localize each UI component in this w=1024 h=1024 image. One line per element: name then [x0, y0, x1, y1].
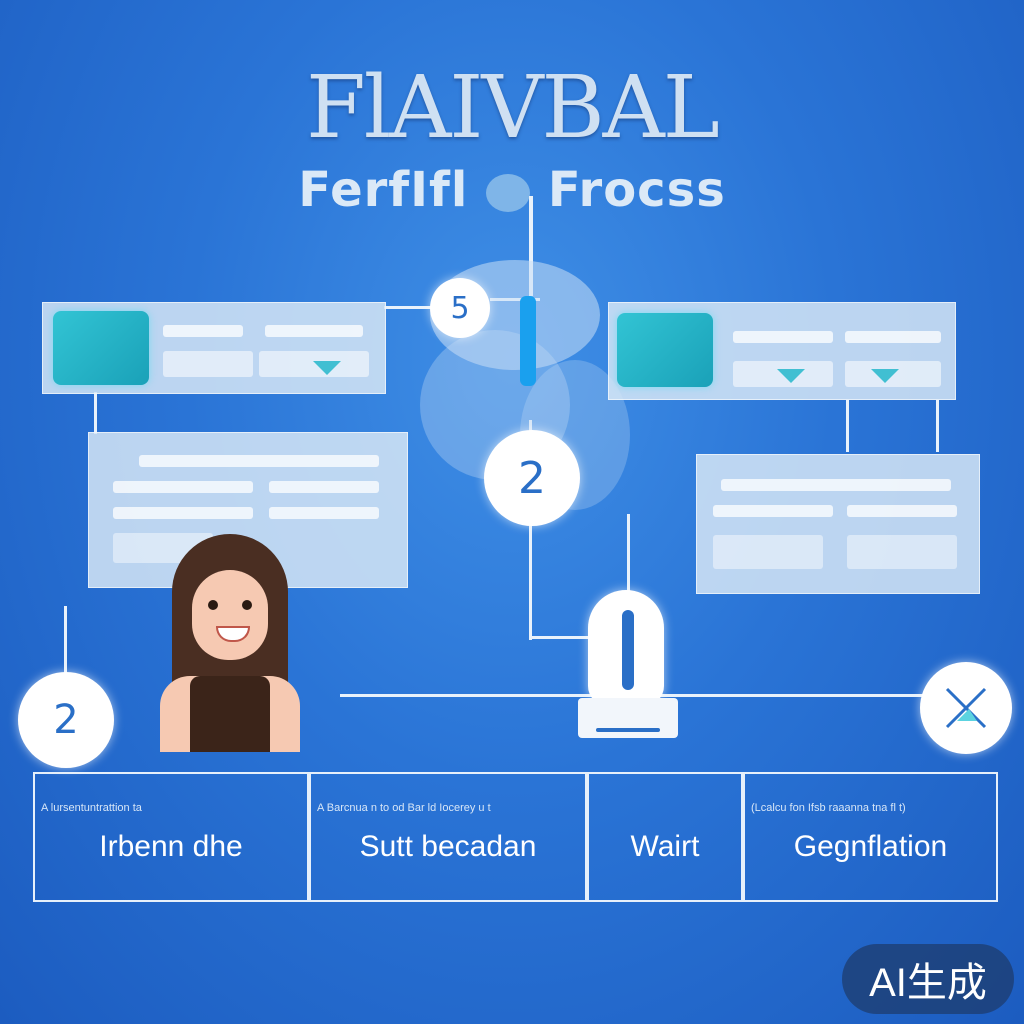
step-box-caption: A Barcnua n to od Bar ld Iocerey u t	[317, 802, 491, 814]
step-number: 5	[450, 290, 470, 326]
dropdown-icon	[871, 369, 899, 383]
panel-line	[163, 325, 243, 337]
avatar-top	[190, 676, 270, 752]
step-number: 2	[53, 697, 79, 743]
dropdown-icon	[777, 369, 805, 383]
connector-left-vertical	[64, 606, 67, 686]
step-number: 2	[518, 452, 546, 504]
left-top-panel	[42, 302, 386, 394]
subtitle-part-1: FerfIfl	[298, 162, 469, 218]
panel-line	[139, 455, 379, 467]
panel-line	[847, 505, 957, 517]
connector-right-panel-down-1	[846, 400, 849, 452]
step-box-label: Sutt becadan	[359, 830, 537, 863]
connector-mid-right	[627, 514, 630, 634]
diagram-title: FlAIVBAL	[306, 58, 720, 158]
step-box-label: Gegnflation	[793, 830, 948, 863]
mouse-scroll	[622, 610, 634, 690]
chart-icon	[617, 313, 713, 387]
panel-line	[269, 507, 379, 519]
panel-line	[163, 351, 253, 377]
panel-line	[713, 535, 823, 569]
connector-left-horizontal	[384, 306, 444, 309]
step-box-3: Wairt	[587, 772, 743, 902]
panel-line	[845, 331, 941, 343]
avatar	[160, 534, 300, 752]
panel-line	[713, 505, 833, 517]
step-box-caption: A lursentuntrattion ta	[41, 802, 142, 814]
connector-center-elbow	[529, 636, 589, 639]
diagram-subtitle: FerfIfl Frocss	[0, 162, 1024, 218]
panel-line	[113, 507, 253, 519]
panel-line	[269, 481, 379, 493]
mouse-icon	[574, 590, 684, 750]
steps-row: A lursentuntrattion ta Irbenn dhe A Barc…	[33, 772, 998, 904]
ai-generated-badge: AI生成	[842, 944, 1014, 1014]
panel-line	[113, 481, 253, 493]
connector-left-panel-down	[94, 392, 97, 434]
step-box-label: Wairt	[630, 830, 700, 863]
dropdown-icon	[313, 361, 341, 375]
panel-line	[265, 325, 363, 337]
right-top-panel	[608, 302, 956, 400]
step-box-2: A Barcnua n to od Bar ld Iocerey u t Sut…	[309, 772, 587, 902]
chart-icon	[53, 311, 149, 385]
step-box-4: (Lcalcu fon Ifsb raaanna tna fl t) Gegnf…	[743, 772, 998, 902]
panel-line	[721, 479, 951, 491]
avatar-face	[192, 570, 268, 660]
check-circle	[920, 662, 1012, 754]
blob-icon	[486, 174, 531, 212]
right-middle-panel	[696, 454, 980, 594]
step-box-label: Irbenn dhe	[99, 830, 243, 863]
step-circle-left: 2	[18, 672, 114, 768]
subtitle-part-2: Frocss	[547, 162, 726, 218]
step-circle-top: 5	[430, 278, 490, 338]
mouse-base-line	[596, 728, 660, 732]
step-box-caption: (Lcalcu fon Ifsb raaanna tna fl t)	[751, 802, 906, 814]
step-box-1: A lursentuntrattion ta Irbenn dhe	[33, 772, 309, 902]
mouse-base	[578, 698, 678, 738]
panel-line	[733, 331, 833, 343]
vertical-indicator	[520, 296, 536, 386]
connector-right-panel-down-2	[936, 400, 939, 452]
avatar-eye	[242, 600, 252, 610]
panel-line	[847, 535, 957, 569]
check-icon	[945, 687, 987, 729]
connector-top-vertical	[529, 196, 533, 296]
connector-center-down	[529, 420, 532, 640]
step-circle-center: 2	[484, 430, 580, 526]
avatar-eye	[208, 600, 218, 610]
